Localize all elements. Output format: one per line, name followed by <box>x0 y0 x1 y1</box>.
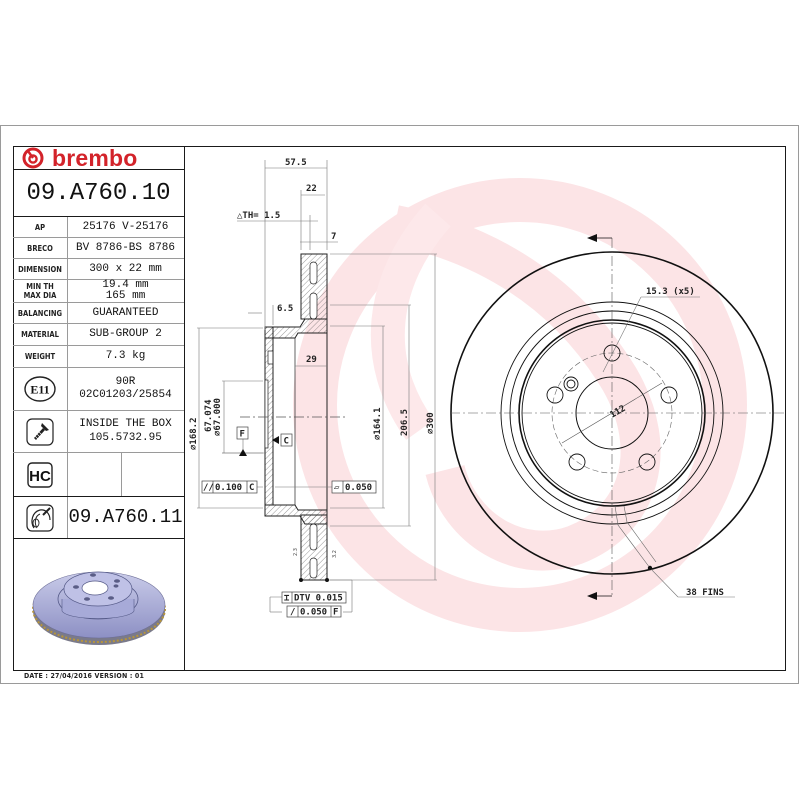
coated-version-row: 09.A760.11 <box>13 497 184 539</box>
spec-label: BALANCING <box>13 303 68 323</box>
part-number-row: 09.A760.10 <box>13 170 184 217</box>
spec-value: 25176 V-25176 <box>82 220 169 233</box>
dim-dia-164-1: ⌀164.1 <box>373 407 383 440</box>
hc-icon: HC <box>13 453 68 496</box>
coated-disc-icon <box>13 497 68 538</box>
spec-row-breco: BRECO BV 8786-BS 8786 <box>13 238 184 259</box>
spec-row-material: MATERIAL SUB-GROUP 2 <box>13 324 184 346</box>
spec-label: MIN TH MAX DIA <box>13 280 68 302</box>
svg-text:▱: ▱ <box>334 483 340 493</box>
tolerance-dtv: ⌶ DTV 0.015 <box>281 591 347 604</box>
coated-part-number: 09.A760.11 <box>68 506 183 528</box>
svg-text:C: C <box>284 437 289 447</box>
svg-text:0.050: 0.050 <box>345 483 372 493</box>
dim-delta-th: △TH= 1.5 <box>237 211 280 221</box>
spec-label: DIMENSION <box>13 259 68 279</box>
dim-6-5: 6.5 <box>277 304 293 314</box>
spec-value: 7.3 kg <box>105 350 146 362</box>
product-image <box>13 539 184 671</box>
inside-box-value: INSIDE THE BOX 105.5732.95 <box>79 418 172 444</box>
datum-f: F <box>236 426 249 440</box>
certification-row: E11 90R 02C01203/25854 <box>13 368 184 411</box>
dim-206-5: 206.5 <box>400 409 410 436</box>
dim-dia-67-074: 67.074 <box>204 399 214 432</box>
tolerance-parallelism: // 0.100 C <box>201 480 258 494</box>
drawing-sheet <box>0 125 799 684</box>
dim-29: 29 <box>306 355 317 365</box>
svg-text:DTV 0.015: DTV 0.015 <box>294 594 343 604</box>
datum-c: C <box>280 433 293 447</box>
front-view-markers <box>587 234 653 600</box>
svg-text:F: F <box>333 608 338 618</box>
dim-7: 7 <box>331 232 336 242</box>
svg-text:⌶: ⌶ <box>284 594 290 604</box>
brand-name: brembo <box>52 145 138 171</box>
dim-22: 22 <box>306 184 317 194</box>
spec-label: WEIGHT <box>13 346 68 367</box>
hc-row: HC <box>13 453 184 497</box>
brembo-logo-icon <box>22 147 44 169</box>
dimension-arrows <box>239 436 329 582</box>
spec-row-balancing: BALANCING GUARANTEED <box>13 303 184 324</box>
svg-text:C: C <box>249 483 254 493</box>
bolt-holes-label: 15.3 (x5) <box>646 287 695 297</box>
svg-text:0.050: 0.050 <box>300 608 327 618</box>
certification-value: 90R 02C01203/25854 <box>79 376 172 401</box>
svg-text:F: F <box>240 430 245 440</box>
spec-row-dimension: DIMENSION 300 x 22 mm <box>13 259 184 280</box>
spec-table: brembo 09.A760.10 AP 25176 V-25176 BRECO… <box>13 146 185 671</box>
section-dimension-labels: 57.5 22 △TH= 1.5 7 6.5 29 ⌀168.2 67.074 … <box>189 158 436 450</box>
spec-label: BRECO <box>13 238 68 258</box>
brake-disc-render <box>32 571 166 645</box>
spec-row-weight: WEIGHT 7.3 kg <box>13 346 184 368</box>
tolerance-flatness: ▱ 0.050 <box>331 480 377 494</box>
date-version: DATE : 27/04/2016 VERSION : 01 <box>24 672 145 680</box>
dim-dia-168-2: ⌀168.2 <box>189 417 199 450</box>
dim-57-5: 57.5 <box>285 158 307 168</box>
spec-row-ap: AP 25176 V-25176 <box>13 217 184 238</box>
part-number: 09.A760.10 <box>26 179 171 207</box>
front-view <box>450 237 785 598</box>
dim-dia-67-000: ⌀67.000 <box>213 398 223 436</box>
surface-roughness-marks: 2.3 3.2 <box>293 548 338 558</box>
svg-text:3.2: 3.2 <box>332 550 338 558</box>
svg-text://: // <box>203 483 214 493</box>
svg-text:/: / <box>290 608 295 618</box>
spec-value: 300 x 22 mm <box>89 262 162 275</box>
section-dimensions <box>197 160 437 613</box>
brand-row: brembo <box>13 146 184 170</box>
inside-box-row: INSIDE THE BOX 105.5732.95 <box>13 411 184 453</box>
dim-dia-300: ⌀300 <box>426 412 436 434</box>
svg-text:E11: E11 <box>30 383 49 397</box>
fins-label: 38 FINS <box>686 588 724 598</box>
brembo-watermark <box>293 178 747 632</box>
svg-text:HC: HC <box>29 468 51 485</box>
section-view <box>240 253 345 581</box>
spec-label: AP <box>13 217 68 237</box>
tolerance-runout: / 0.050 F <box>286 605 342 618</box>
svg-text:0.100: 0.100 <box>215 483 242 493</box>
drawing-frame <box>13 146 786 671</box>
spec-label: MATERIAL <box>13 324 68 345</box>
spec-row-min-max: MIN TH MAX DIA 19.4 mm 165 mm <box>13 280 184 303</box>
spec-value: SUB-GROUP 2 <box>89 328 162 340</box>
hc-divider <box>121 453 122 496</box>
svg-text:2.3: 2.3 <box>293 548 299 556</box>
brembo-logo: brembo <box>13 146 184 170</box>
spec-value: BV 8786-BS 8786 <box>75 241 176 254</box>
spec-value: 19.4 mm 165 mm <box>102 279 149 302</box>
spec-value: GUARANTEED <box>92 306 159 319</box>
screw-icon <box>13 411 68 452</box>
e11-icon: E11 <box>13 368 68 410</box>
